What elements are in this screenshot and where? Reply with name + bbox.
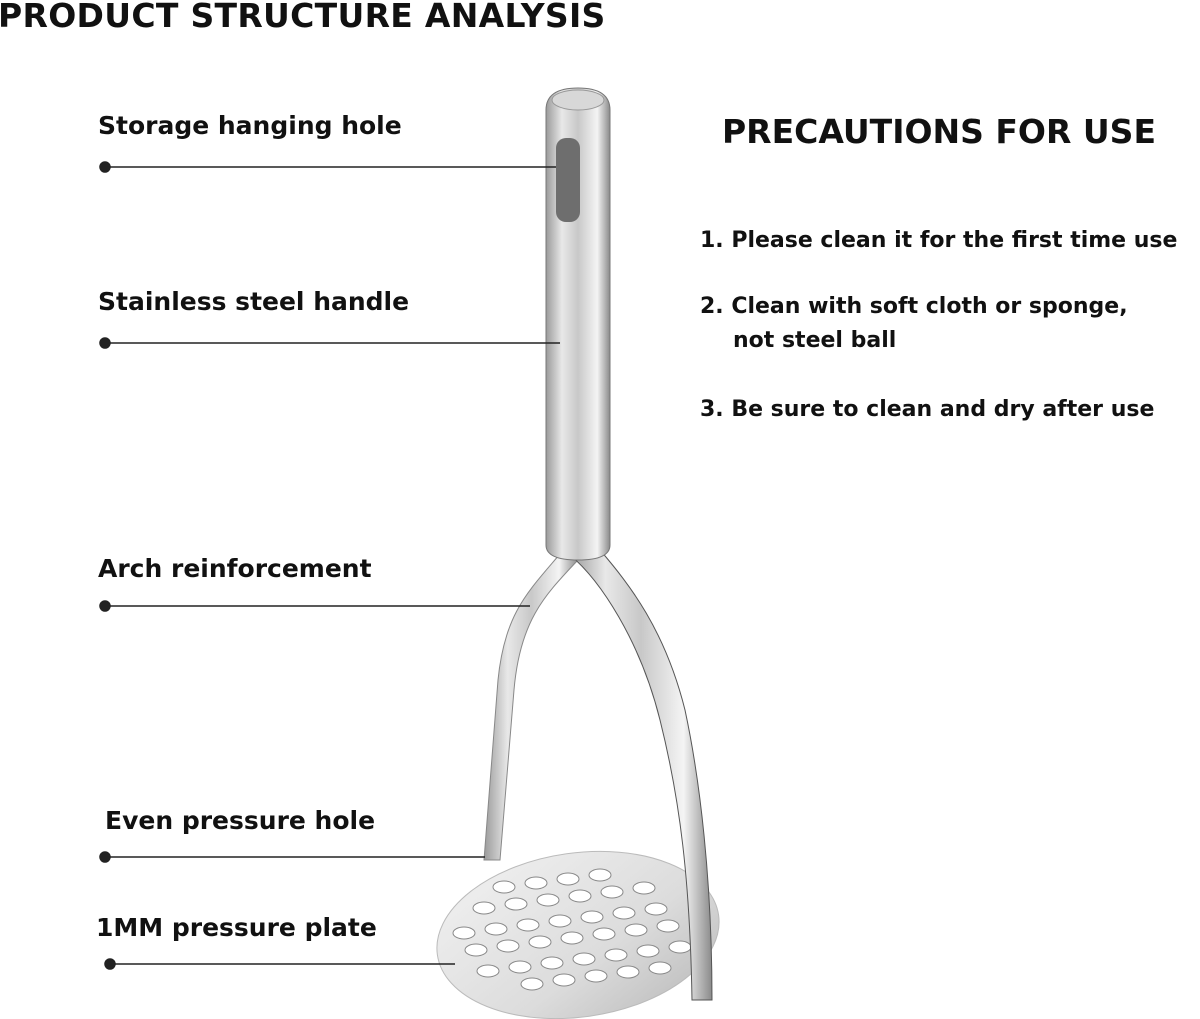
pressure-hole — [568, 889, 592, 903]
pressure-hole — [612, 906, 636, 920]
pressure-hole — [656, 919, 680, 933]
leader-lines — [99, 161, 560, 970]
pressure-hole — [584, 969, 608, 983]
precaution-text: 1. Please clean it for the first time us… — [700, 228, 1178, 253]
pressure-hole — [492, 880, 516, 894]
pressure-hole — [560, 931, 584, 945]
pressure-hole — [624, 923, 648, 937]
precaution-item: 1. Please clean it for the first time us… — [700, 224, 1177, 258]
pressure-hole — [648, 961, 672, 975]
pressure-hole — [632, 881, 656, 895]
pressure-hole — [484, 922, 508, 936]
precaution-text-continued: not steel ball — [733, 328, 897, 353]
pressure-plate — [436, 850, 720, 1019]
pressure-hole — [496, 939, 520, 953]
precaution-text: 3. Be sure to clean and dry after use — [700, 397, 1155, 422]
pressure-hole — [504, 897, 528, 911]
pressure-hole — [452, 926, 476, 940]
pressure-hole — [604, 948, 628, 962]
page-title: PRODUCT STRUCTURE ANALYSIS — [0, 0, 606, 35]
pressure-hole — [552, 973, 576, 987]
pressure-hole — [588, 868, 612, 882]
pressure-hole — [528, 935, 552, 949]
pressure-hole — [464, 943, 488, 957]
pressure-hole — [600, 885, 624, 899]
pressure-hole — [548, 914, 572, 928]
label-storage-hanging-hole: Storage hanging hole — [98, 111, 402, 140]
precaution-item: 3. Be sure to clean and dry after use — [700, 393, 1154, 427]
arch-reinforcement — [483, 547, 713, 1001]
precautions-title: PRECAUTIONS FOR USE — [722, 112, 1156, 151]
stainless-steel-handle — [545, 87, 611, 561]
pressure-hole — [556, 872, 580, 886]
label-pressure-plate: 1MM pressure plate — [96, 913, 377, 942]
label-stainless-steel-handle: Stainless steel handle — [98, 287, 410, 316]
pressure-hole — [520, 977, 544, 991]
pressure-hole — [536, 893, 560, 907]
pressure-hole — [592, 927, 616, 941]
label-arch-reinforcement: Arch reinforcement — [98, 554, 372, 583]
pressure-hole — [580, 910, 604, 924]
pressure-hole — [476, 964, 500, 978]
label-even-pressure-hole: Even pressure hole — [105, 806, 376, 835]
pressure-hole — [508, 960, 532, 974]
pressure-hole — [540, 956, 564, 970]
precaution-item: 2. Clean with soft cloth or sponge, not s… — [700, 290, 1128, 358]
pressure-hole — [472, 901, 496, 915]
pressure-hole — [644, 902, 668, 916]
precaution-text: 2. Clean with soft cloth or sponge, — [700, 294, 1128, 319]
pressure-hole — [524, 876, 548, 890]
pressure-hole — [616, 965, 640, 979]
pressure-hole — [636, 944, 660, 958]
pressure-hole — [572, 952, 596, 966]
pressure-hole — [668, 940, 692, 954]
storage-hanging-hole — [556, 138, 580, 222]
pressure-hole — [516, 918, 540, 932]
